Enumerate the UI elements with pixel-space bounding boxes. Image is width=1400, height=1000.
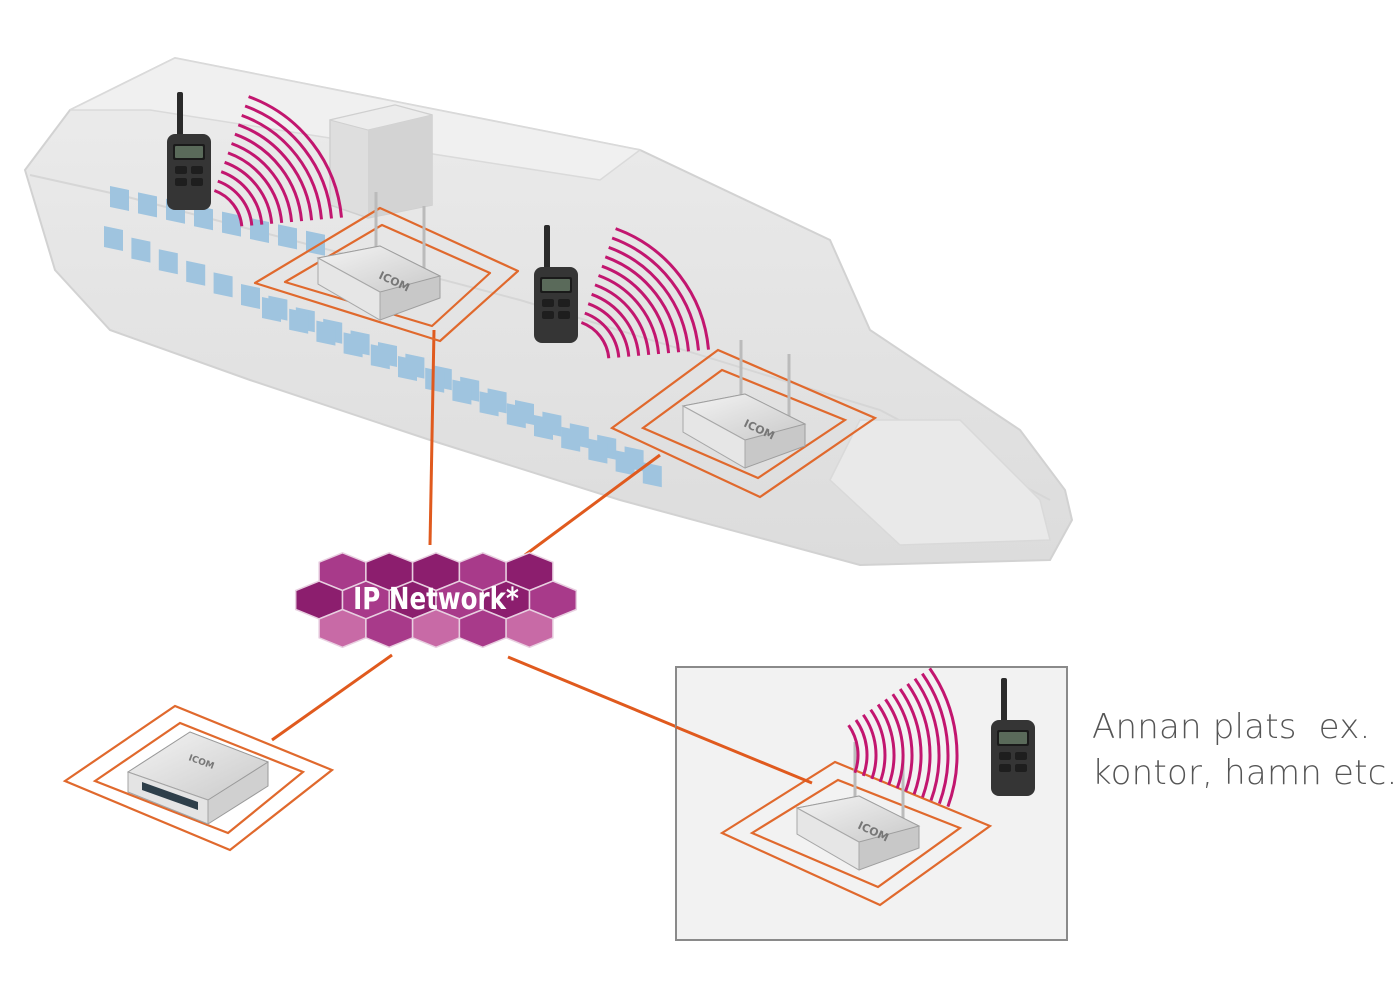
- ship-window: [370, 344, 390, 370]
- signal-arc: [928, 667, 959, 808]
- signal-arc: [230, 142, 294, 223]
- caption-line-1: Annan plats ex.: [1092, 707, 1371, 747]
- ship-funnel: [329, 104, 433, 219]
- signal-waves-icon: [580, 227, 710, 359]
- signal-arc: [597, 274, 661, 355]
- link-ap2: [524, 453, 661, 557]
- ship-window: [615, 450, 635, 476]
- signal-arc: [847, 724, 860, 774]
- remote-site-caption: Annan plats ex. kontor, hamn etc.: [1092, 704, 1398, 796]
- access-point-icon: ICOM: [316, 192, 442, 321]
- signal-arc: [906, 683, 932, 798]
- zone-controller: [62, 704, 335, 852]
- ship-window: [262, 297, 281, 322]
- signal-arc: [584, 311, 621, 358]
- signal-arc: [611, 236, 700, 351]
- signal-arc: [587, 302, 631, 357]
- ip-network-label: IP Network*: [353, 583, 519, 617]
- signal-arc: [604, 255, 681, 353]
- signal-arc: [594, 283, 651, 356]
- signal-arc: [608, 245, 690, 352]
- ship-window: [186, 260, 206, 286]
- signal-waves-icon: [847, 667, 959, 808]
- ship-window: [452, 379, 472, 405]
- ship-window: [316, 320, 336, 346]
- ship-window: [104, 226, 123, 251]
- signal-arc: [213, 189, 244, 227]
- caption-line-2: kontor, hamn etc.: [1092, 753, 1398, 793]
- ship-window: [398, 356, 417, 381]
- ship-window: [241, 284, 260, 309]
- controller-box-icon: ICOM: [126, 731, 270, 825]
- ship-window: [289, 308, 309, 334]
- ship-window: [222, 211, 241, 237]
- signal-arc: [854, 719, 869, 777]
- network-hex-cell: [505, 608, 554, 649]
- signal-waves-icon: [213, 95, 343, 227]
- ip-network-cloud: [294, 551, 578, 649]
- ship-window: [213, 272, 233, 298]
- signal-arc: [224, 160, 274, 224]
- zone-ap2: [609, 348, 878, 499]
- ship-window: [158, 249, 178, 275]
- ship-window: [506, 403, 526, 429]
- access-point-icon: ICOM: [681, 340, 807, 469]
- ship-window: [278, 224, 297, 250]
- signal-arc: [234, 132, 304, 222]
- signal-arc: [913, 677, 941, 802]
- walkie-talkie-icon: [534, 225, 578, 343]
- ship-window: [138, 192, 157, 218]
- signal-arc: [601, 264, 671, 354]
- signal-arc: [921, 672, 950, 805]
- signal-arc: [884, 698, 905, 789]
- signal-arc: [898, 688, 923, 795]
- signal-arc: [227, 151, 284, 224]
- signal-arc: [220, 170, 264, 225]
- ship-window: [425, 367, 445, 393]
- signal-arc: [580, 321, 611, 359]
- ship-window: [642, 462, 662, 488]
- ship-window: [588, 438, 608, 464]
- signal-arc: [217, 179, 254, 226]
- signal-arc: [862, 713, 878, 780]
- signal-arc: [244, 104, 333, 219]
- walkie-talkie-icon: [991, 678, 1035, 796]
- ship-window: [534, 415, 553, 440]
- signal-arc: [248, 95, 343, 218]
- signal-arc: [591, 292, 641, 356]
- signal-arc: [876, 703, 896, 786]
- link-controller: [271, 653, 393, 742]
- ship-window: [194, 205, 213, 231]
- walkie-talkie-icon: [167, 92, 211, 210]
- ship-windows: [104, 186, 662, 488]
- ship-window: [110, 186, 129, 211]
- access-point-icon: ICOM: [795, 742, 921, 871]
- ship-window: [479, 391, 499, 417]
- link-remote-ap-inner: [675, 725, 813, 785]
- signal-arc: [241, 113, 323, 220]
- link-ap1: [428, 329, 436, 546]
- ship-window: [131, 237, 151, 263]
- signal-arc: [237, 123, 314, 221]
- ship-window: [561, 426, 581, 452]
- ship-window: [343, 332, 363, 358]
- signal-arc: [615, 227, 710, 350]
- ship-window: [250, 218, 269, 243]
- signal-arc: [891, 693, 914, 792]
- signal-arc: [869, 708, 887, 783]
- ship-bow-panel: [829, 419, 1051, 546]
- remote-coverage-redraw: [719, 760, 993, 907]
